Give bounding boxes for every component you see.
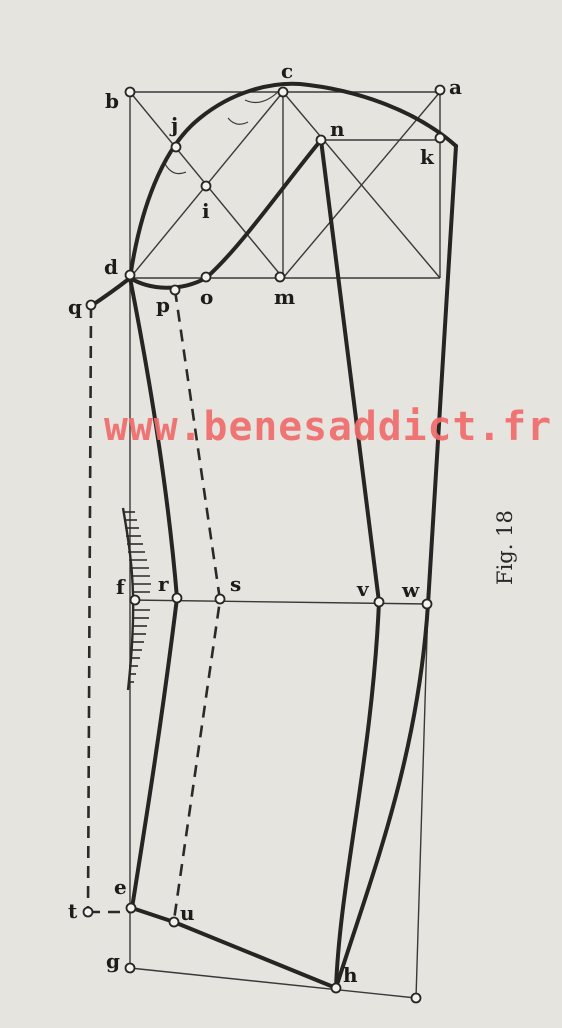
marker-a (434, 84, 446, 96)
label-j: j (169, 113, 178, 137)
sleeve-cap-curve (128, 81, 458, 280)
dashed-p-s-u (172, 289, 222, 921)
label-m: m (274, 285, 295, 309)
outline-curves (89, 81, 458, 990)
marker-v (373, 596, 385, 608)
marker-c (277, 86, 289, 98)
marker-j (170, 141, 182, 153)
marker-t (82, 906, 94, 918)
label-g: g (106, 949, 120, 973)
diag-a-m (282, 91, 441, 279)
point-markers (82, 84, 446, 1004)
marker-b (124, 86, 136, 98)
label-u: u (180, 901, 195, 925)
wrist-line-e-u-h (130, 906, 338, 990)
marker-d (124, 269, 136, 281)
construction-lines (129, 91, 441, 999)
under-sleeve-curve (128, 138, 323, 290)
label-v: v (356, 577, 370, 601)
label-w: w (401, 578, 420, 602)
back-seam-curve (334, 144, 458, 990)
marker-n (315, 134, 327, 146)
marker-i (200, 180, 212, 192)
marker-f (129, 594, 141, 606)
label-q: q (68, 295, 82, 319)
label-d: d (104, 255, 118, 279)
marker-e (125, 902, 137, 914)
marker-h (330, 982, 342, 994)
marker-bottom-right (410, 992, 422, 1004)
figure-caption: Fig. 18 (493, 510, 517, 585)
marker-r (171, 592, 183, 604)
label-o: o (200, 285, 213, 309)
label-r: r (158, 572, 169, 596)
label-i: i (202, 199, 210, 223)
marker-p (169, 284, 181, 296)
label-b: b (105, 89, 119, 113)
label-a: a (449, 75, 462, 99)
marker-u (168, 916, 180, 928)
curve-v-h (334, 600, 381, 990)
label-n: n (330, 117, 345, 141)
marker-w (421, 598, 433, 610)
label-k: k (420, 145, 435, 169)
dashed-lines (86, 289, 222, 921)
curve-d-q (89, 276, 132, 308)
dashed-q-t (86, 305, 93, 911)
marker-g (124, 962, 136, 974)
label-h: h (343, 963, 358, 987)
marker-k (434, 132, 446, 144)
curve-d-r (128, 276, 179, 600)
point-labels: c b a j n k i d o m p q f r s v w e t u … (68, 59, 462, 987)
marker-m (274, 271, 286, 283)
label-p: p (156, 293, 170, 317)
line-g-bottom (129, 967, 417, 999)
ease-hatching (121, 507, 151, 691)
marker-o (200, 271, 212, 283)
right-line-w-bottom (415, 603, 429, 999)
curve-r-e (130, 596, 179, 910)
label-f: f (116, 575, 126, 599)
label-t: t (68, 899, 78, 923)
label-e: e (114, 875, 127, 899)
watermark-text: www.benesaddict.fr (104, 404, 552, 450)
marker-s (214, 593, 226, 605)
label-c: c (281, 59, 293, 83)
marker-q (85, 299, 97, 311)
label-s: s (230, 572, 241, 596)
line-n-v (319, 138, 381, 604)
